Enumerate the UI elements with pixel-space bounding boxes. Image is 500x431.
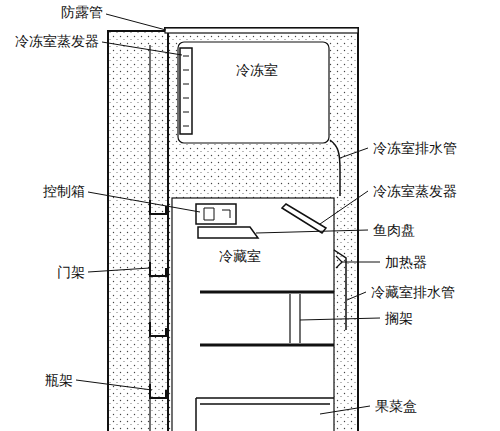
compartment: 冷藏室 (172, 198, 334, 431)
meat-tray (198, 227, 258, 238)
part-label: 加热器 (384, 254, 428, 271)
heater (336, 256, 342, 268)
fridge-evaporator (282, 204, 326, 233)
part-label: 冷藏室排水管 (370, 284, 456, 301)
compartment: 冷冻室 (195, 45, 327, 140)
part-label: 门架 (56, 264, 86, 281)
shelf (200, 291, 334, 294)
part-label: 冷冻室蒸发器 (372, 183, 458, 200)
shelf-support (299, 294, 300, 343)
anti-dew-pipe (165, 28, 358, 33)
part-label: 鱼肉盘 (372, 222, 416, 239)
freezer-liner (178, 42, 329, 143)
cabinet (165, 28, 358, 431)
compartment-label: 冷冻室 (235, 62, 279, 79)
door-bin (150, 384, 166, 398)
door-bin (150, 200, 166, 214)
door-liner (149, 45, 150, 431)
part-label: 冷冻室蒸发器 (14, 33, 100, 50)
part-label: 果菜盒 (374, 398, 418, 415)
control-box (196, 204, 236, 224)
leader-lines (76, 14, 380, 414)
fridge-liner (172, 198, 334, 431)
part-label: 控制箱 (42, 183, 86, 200)
shelf (200, 344, 334, 347)
part-label: 冷冻室排水管 (372, 140, 458, 157)
shelf-support (289, 294, 290, 343)
control-detail (204, 208, 230, 220)
crisper (196, 398, 334, 431)
freezer-evaporator (180, 48, 192, 134)
evaporator-fins (183, 56, 189, 126)
part-label: 防露管 (60, 4, 104, 21)
part-label: 搁架 (384, 310, 414, 327)
part-label: 瓶架 (44, 372, 74, 389)
door (108, 31, 168, 431)
freezer-drain (330, 140, 340, 196)
door-bin (150, 262, 166, 276)
door-bin (150, 322, 166, 336)
compartment-label: 冷藏室 (218, 248, 262, 265)
